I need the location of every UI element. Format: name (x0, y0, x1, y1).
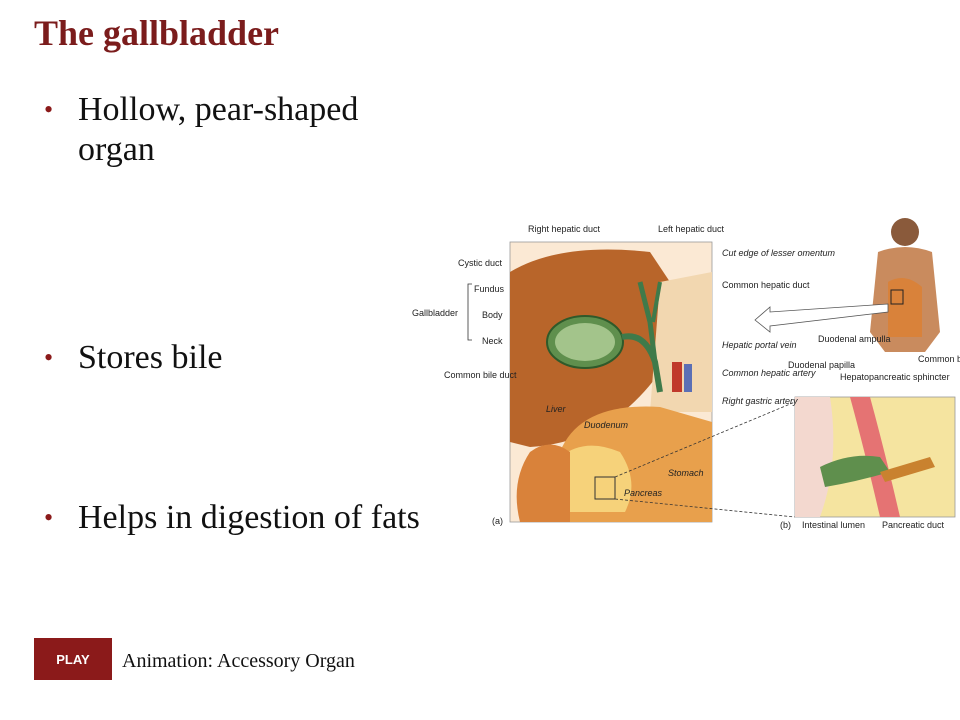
label-panel-b: (b) (780, 520, 791, 530)
bullet-item: • Helps in digestion of fats (42, 498, 538, 538)
bullet-text: Helps in digestion of fats (78, 499, 420, 536)
label-right-hepatic-duct: Right hepatic duct (528, 224, 601, 234)
label-duodenal-ampulla: Duodenal ampulla (818, 334, 891, 344)
play-button[interactable]: PLAY (34, 638, 112, 680)
label-duodenal-papilla: Duodenal papilla (788, 360, 855, 370)
label-duodenum: Duodenum (584, 420, 629, 430)
slide-title: The gallbladder (34, 13, 280, 53)
bullet-text: Hollow, pear-shaped organ (78, 91, 359, 168)
zoom-arrow-icon (754, 303, 889, 333)
animation-label: Animation: Accessory Organ (122, 650, 355, 672)
bullet-dot-icon: • (44, 503, 54, 532)
label-body: Body (482, 310, 503, 320)
bullet-item: • Hollow, pear-shaped organ (42, 90, 422, 170)
bullet-text: Stores bile (78, 339, 223, 376)
label-cystic-duct: Cystic duct (458, 258, 503, 268)
bullet-item: • Stores bile (42, 338, 422, 378)
bullet-dot-icon: • (44, 95, 54, 124)
label-common-bile-duct: Common bile duct (444, 370, 517, 380)
label-fundus: Fundus (474, 284, 505, 294)
label-neck: Neck (482, 336, 503, 346)
label-liver: Liver (546, 404, 567, 414)
gallbladder-anatomy-illustration: Right hepatic duct Left hepatic duct Cys… (412, 218, 960, 530)
label-stomach: Stomach (668, 468, 704, 478)
label-pancreas: Pancreas (624, 488, 663, 498)
label-pancreatic-duct: Pancreatic duct (882, 520, 945, 530)
label-left-hepatic-duct: Left hepatic duct (658, 224, 725, 234)
label-hepatopancreatic-sphincter: Hepatopancreatic sphincter (840, 372, 950, 382)
label-cut-edge: Cut edge of lesser omentum (722, 248, 836, 258)
bullet-list: •Hollow, pear-shaped organ •Stores bile … (42, 90, 422, 536)
label-common-bile-duct-b: Common bile duct (918, 354, 960, 364)
label-hepatic-portal-vein: Hepatic portal vein (722, 340, 797, 350)
label-intestinal-lumen: Intestinal lumen (802, 520, 865, 530)
label-common-hepatic-artery: Common hepatic artery (722, 368, 816, 378)
label-right-gastric-artery: Right gastric artery (722, 396, 798, 406)
bullet-dot-icon: • (44, 343, 54, 372)
label-panel-a: (a) (492, 516, 503, 526)
label-gallbladder: Gallbladder (412, 308, 458, 318)
pancreas-shape (556, 445, 632, 512)
label-common-hepatic-duct: Common hepatic duct (722, 280, 810, 290)
